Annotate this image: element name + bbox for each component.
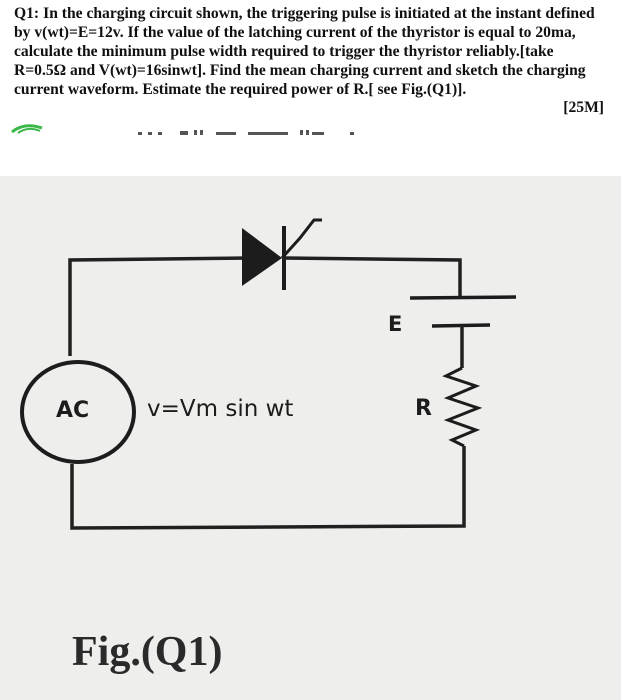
question-text: Q1:In the charging circuit shown, the tr… (14, 4, 614, 134)
cropped-next-line (11, 124, 354, 135)
question-line-5: current waveform. Estimate the required … (14, 81, 467, 98)
question-line-4: R=0.5Ω and V(wt)=16sinwt]. Find the mean… (14, 62, 586, 79)
question-number: Q1: (14, 5, 40, 22)
question-line-3: calculate the minimum pulse width requir… (14, 43, 554, 60)
ac-source-label: AC (56, 398, 90, 423)
bottom-wire (70, 446, 466, 530)
battery-symbol (409, 295, 517, 368)
marks-label: [25M] (563, 99, 604, 116)
question-line-1: Q1:In the charging circuit shown, the tr… (14, 5, 595, 22)
source-expression: v=Vm sin wt (147, 396, 294, 422)
ac-source-circle (20, 360, 136, 464)
resistor-label: R (415, 396, 432, 421)
thyristor-symbol (242, 218, 322, 290)
top-left-wire (68, 256, 251, 356)
circuit-diagram (20, 218, 517, 530)
resistor-symbol (442, 366, 483, 448)
battery-label: E (388, 312, 403, 336)
circuit-photo: AC v=Vm sin wt E R Fig.(Q1) (0, 176, 621, 700)
top-right-wire (283, 256, 462, 298)
question-line-2: by v(wt)=E=12v. If the value of the latc… (14, 24, 576, 41)
figure-caption: Fig.(Q1) (72, 629, 223, 675)
